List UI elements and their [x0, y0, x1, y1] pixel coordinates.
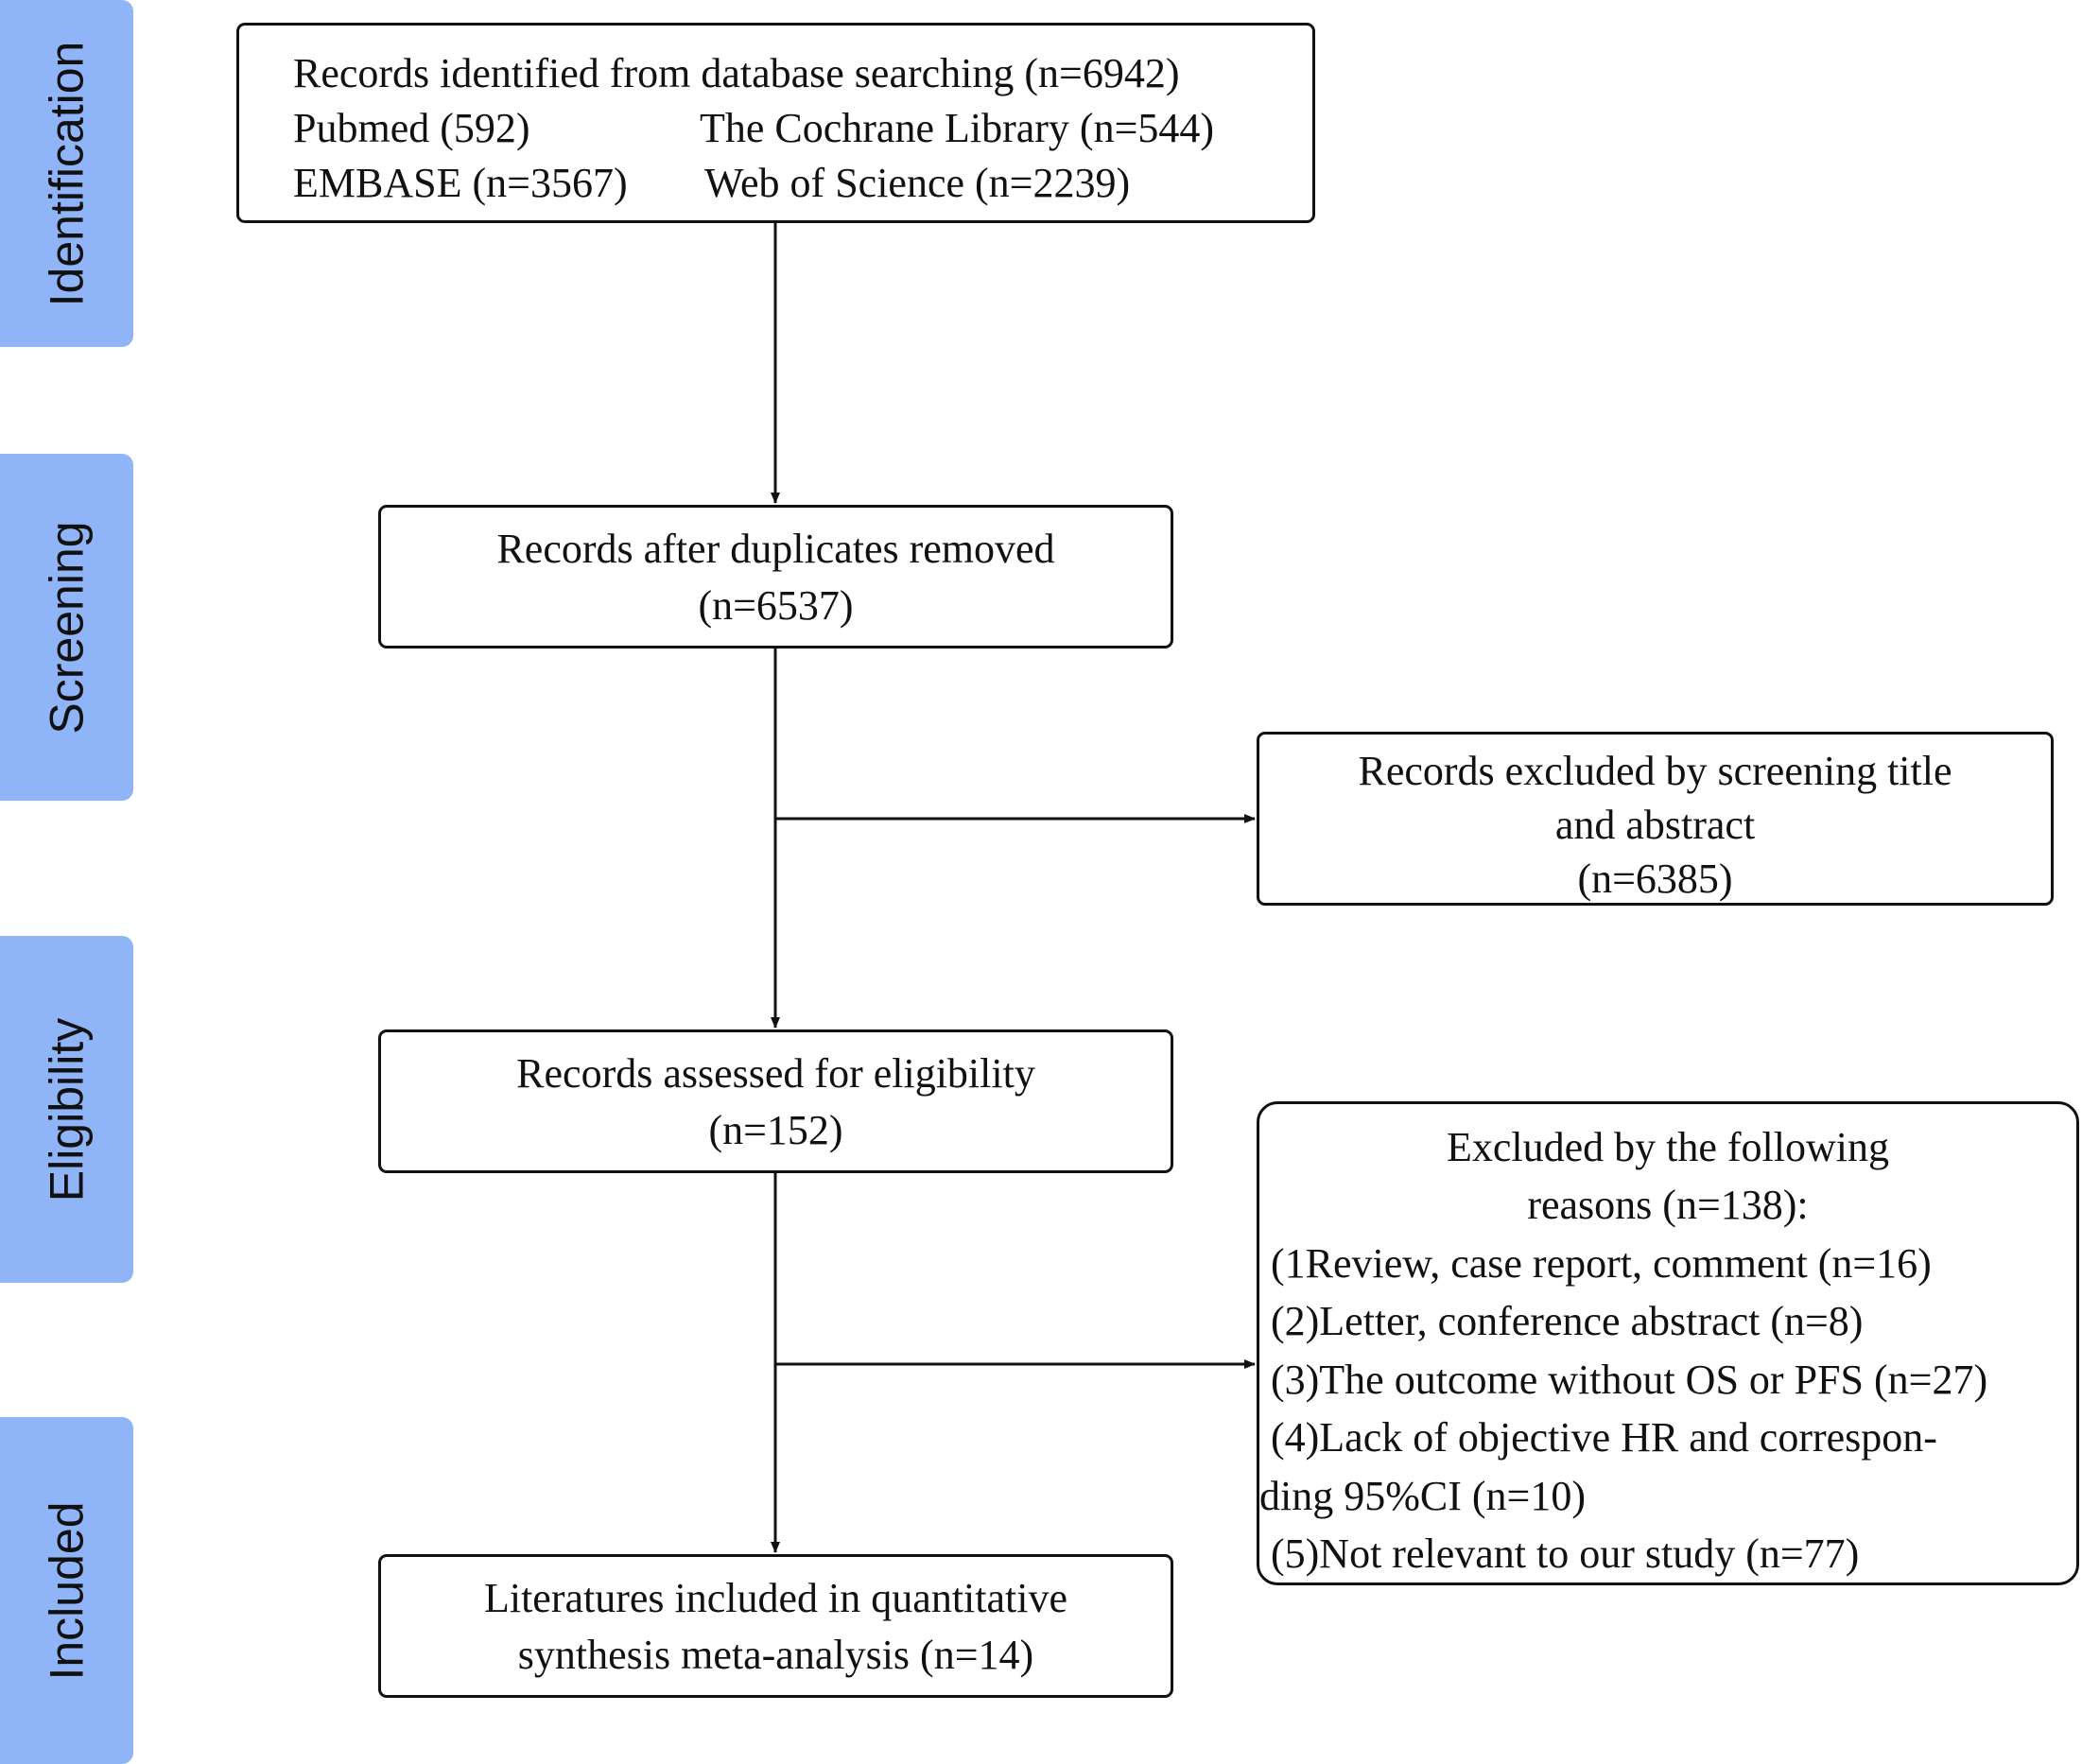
excluded-screening-line2: and abstract	[1554, 802, 1756, 848]
reason-item: (4)Lack of objective HR and correspon-	[1271, 1414, 1937, 1461]
reason-item: (3)The outcome without OS or PFS (n=27)	[1271, 1357, 1988, 1403]
box-excluded-screening: Records excluded by screening title and …	[1257, 732, 2054, 906]
reason-item: (1Review, case report, comment (n=16)	[1271, 1240, 1932, 1287]
stage-eligibility: Eligibility	[0, 936, 133, 1283]
identified-total: Records identified from database searchi…	[293, 50, 1180, 96]
reason-item: ding 95%CI (n=10)	[1259, 1473, 1586, 1519]
identified-pubmed: Pubmed (592)	[293, 105, 530, 151]
box-duplicates-removed: Records after duplicates removed (n=6537…	[378, 505, 1173, 649]
deduplicated-label: Records after duplicates removed	[496, 526, 1055, 572]
included-line2: synthesis meta-analysis (n=14)	[517, 1632, 1034, 1678]
excluded-reasons-heading2: reasons (n=138):	[1527, 1182, 1809, 1228]
assessed-label: Records assessed for eligibility	[516, 1050, 1035, 1097]
identified-embase: EMBASE (n=3567)	[293, 160, 628, 206]
reason-item: (2)Letter, conference abstract (n=8)	[1271, 1298, 1864, 1344]
excluded-reasons-heading1: Excluded by the following	[1446, 1124, 1889, 1170]
box-included: Literatures included in quantitative syn…	[378, 1554, 1173, 1698]
excluded-screening-line1: Records excluded by screening title	[1358, 748, 1952, 794]
stage-screening: Screening	[0, 454, 133, 801]
identified-cochrane: The Cochrane Library (n=544)	[700, 105, 1215, 151]
deduplicated-count: (n=6537)	[698, 582, 854, 629]
excluded-screening-count: (n=6385)	[1577, 856, 1733, 902]
assessed-count: (n=152)	[708, 1107, 843, 1153]
reason-item: (5)Not relevant to our study (n=77)	[1271, 1531, 1860, 1577]
box-excluded-reasons: Excluded by the following reasons (n=138…	[1257, 1101, 2079, 1585]
box-records-identified: Records identified from database searchi…	[236, 23, 1315, 223]
identified-web-of-science: Web of Science (n=2239)	[704, 160, 1131, 206]
stage-included: Included	[0, 1417, 133, 1764]
included-line1: Literatures included in quantitative	[483, 1575, 1067, 1621]
stage-identification: Identification	[0, 0, 133, 347]
box-assessed-eligibility: Records assessed for eligibility (n=152)	[378, 1029, 1173, 1173]
